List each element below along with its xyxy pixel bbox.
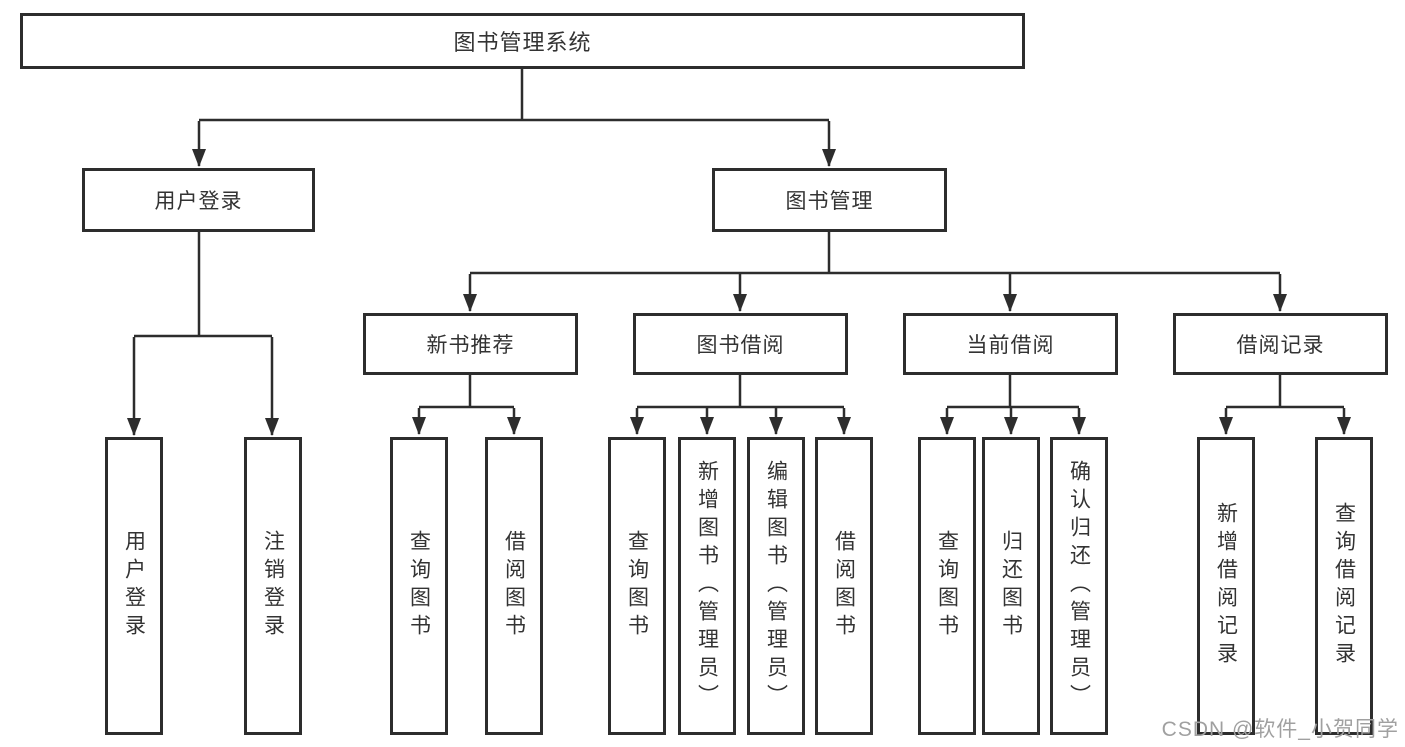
leaf-add-book-admin: 新增图书（管理员） xyxy=(678,437,736,735)
leaf-query-books-2-label: 查询图书 xyxy=(625,530,649,642)
node-borrow-records: 借阅记录 xyxy=(1173,313,1388,375)
leaf-confirm-return-admin: 确认归还（管理员） xyxy=(1050,437,1108,735)
leaf-return-books: 归还图书 xyxy=(982,437,1040,735)
node-borrow-records-label: 借阅记录 xyxy=(1236,334,1325,357)
leaf-user-login-label: 用户登录 xyxy=(122,530,146,642)
leaf-logout: 注销登录 xyxy=(244,437,302,735)
node-book-management-label: 图书管理 xyxy=(785,190,874,213)
leaf-edit-book-admin-label: 编辑图书（管理员） xyxy=(764,460,788,712)
node-new-book-recommend: 新书推荐 xyxy=(363,313,578,375)
node-book-borrow: 图书借阅 xyxy=(633,313,848,375)
leaf-return-books-label: 归还图书 xyxy=(999,530,1023,642)
leaf-query-borrow-record-label: 查询借阅记录 xyxy=(1332,502,1356,670)
leaf-query-borrow-record: 查询借阅记录 xyxy=(1315,437,1373,735)
leaf-borrow-books-2: 借阅图书 xyxy=(815,437,873,735)
leaf-add-book-admin-label: 新增图书（管理员） xyxy=(695,460,719,712)
node-current-borrow-label: 当前借阅 xyxy=(966,334,1055,357)
leaf-borrow-books-2-label: 借阅图书 xyxy=(832,530,856,642)
node-user-login: 用户登录 xyxy=(82,168,315,232)
leaf-query-books-1: 查询图书 xyxy=(390,437,448,735)
node-new-book-recommend-label: 新书推荐 xyxy=(426,334,515,357)
node-book-borrow-label: 图书借阅 xyxy=(696,334,785,357)
node-book-management: 图书管理 xyxy=(712,168,947,232)
leaf-query-books-1-label: 查询图书 xyxy=(407,530,431,642)
leaf-add-borrow-record: 新增借阅记录 xyxy=(1197,437,1255,735)
leaf-edit-book-admin: 编辑图书（管理员） xyxy=(747,437,805,735)
leaf-borrow-books-1: 借阅图书 xyxy=(485,437,543,735)
node-root: 图书管理系统 xyxy=(20,13,1025,69)
leaf-borrow-books-1-label: 借阅图书 xyxy=(502,530,526,642)
node-current-borrow: 当前借阅 xyxy=(903,313,1118,375)
leaf-query-books-3-label: 查询图书 xyxy=(935,530,959,642)
leaf-query-books-2: 查询图书 xyxy=(608,437,666,735)
csdn-watermark: CSDN @软件_小贺同学 xyxy=(1161,718,1399,741)
leaf-logout-label: 注销登录 xyxy=(261,530,285,642)
leaf-confirm-return-admin-label: 确认归还（管理员） xyxy=(1067,460,1091,712)
node-user-login-label: 用户登录 xyxy=(154,190,243,213)
node-root-label: 图书管理系统 xyxy=(453,30,592,55)
leaf-add-borrow-record-label: 新增借阅记录 xyxy=(1214,502,1238,670)
leaf-query-books-3: 查询图书 xyxy=(918,437,976,735)
leaf-user-login: 用户登录 xyxy=(105,437,163,735)
